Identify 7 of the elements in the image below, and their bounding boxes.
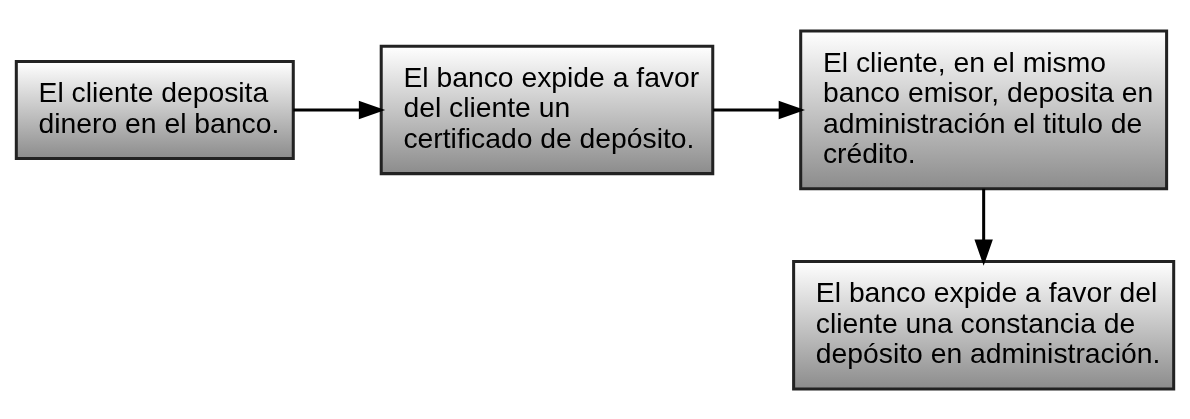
node-box: El cliente deposita dinero en el banco. — [14, 59, 295, 160]
node-box: El cliente, en el mismo banco emisor, deposita en administración el titulo de crédito. — [799, 29, 1169, 190]
arrow — [293, 100, 386, 119]
node-box: El banco expide a favor del cliente un certificado de depósito. — [379, 44, 715, 175]
node-box: El banco expide a favor del cliente una constancia de depósito en administración. — [792, 259, 1176, 390]
arrow — [713, 100, 805, 119]
arrow — [974, 188, 993, 266]
